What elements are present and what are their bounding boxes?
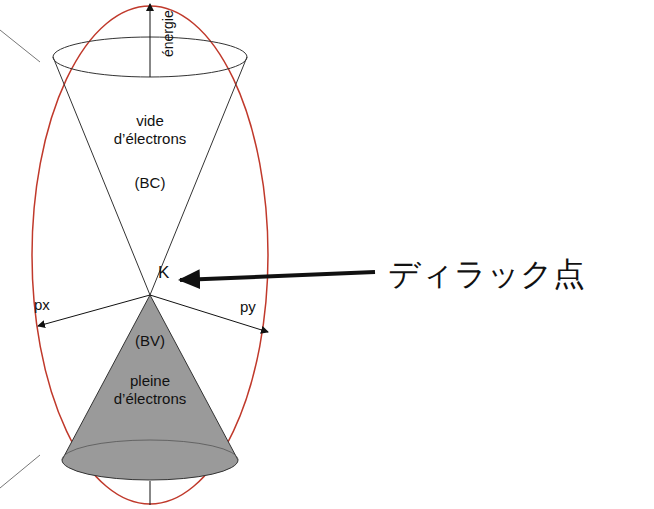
cone-region: vide d’électrons (BC) — [95, 112, 205, 192]
region-text: (BV) — [135, 332, 165, 350]
zoom-line — [0, 30, 40, 62]
energy-axis — [150, 481, 151, 505]
energy-axis — [150, 4, 151, 77]
conduction-cone — [53, 57, 247, 295]
axis-label: px — [34, 296, 50, 313]
axis-label: énergie — [160, 10, 176, 57]
py-axis — [150, 295, 268, 332]
zoom-line — [0, 455, 40, 488]
annotation-label: ディラック点 — [388, 253, 585, 297]
valence-cone — [62, 295, 238, 480]
region-text: (BC) — [135, 174, 166, 192]
cone-region: (BV) pleine d’électrons — [95, 332, 205, 408]
pointer-arrow — [180, 272, 375, 280]
region-text: pleine d’électrons — [105, 372, 195, 408]
cone-base — [62, 440, 238, 460]
region-text: vide d’électrons — [105, 112, 195, 148]
axis-label: py — [240, 298, 256, 315]
px-axis — [38, 295, 150, 326]
point-label: K — [158, 263, 169, 283]
zoom-ellipse — [32, 6, 268, 504]
